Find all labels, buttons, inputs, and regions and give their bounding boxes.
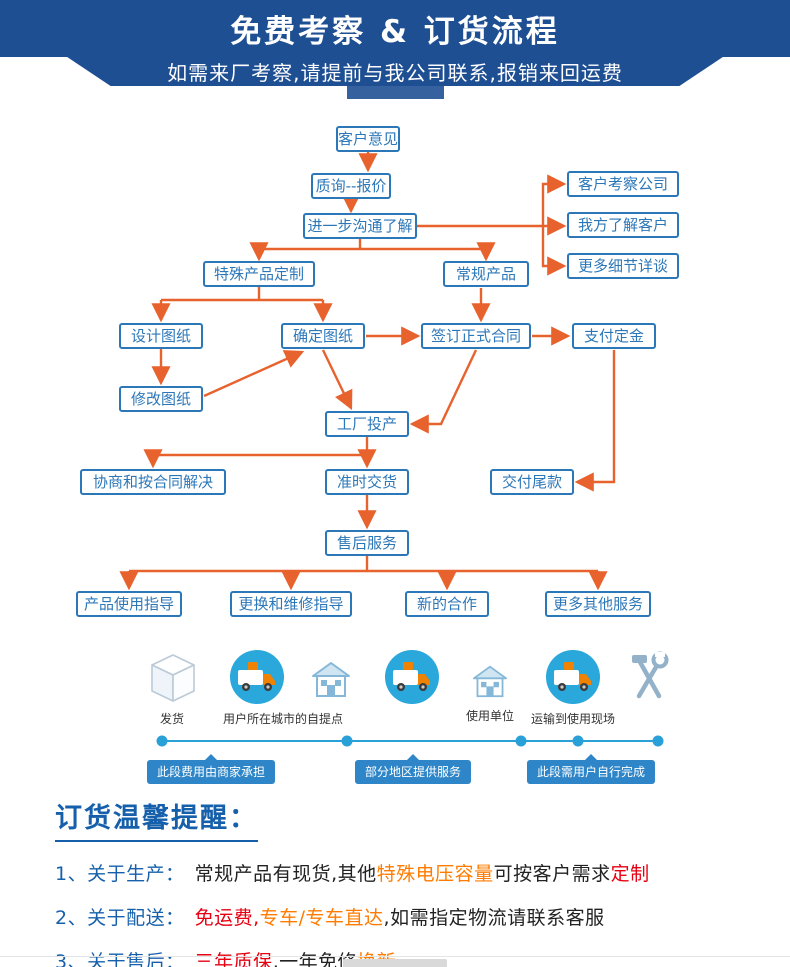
notice-heading: 订货温馨提醒： [55,796,258,842]
timeline-stage-label: 此段费用由商家承担 [146,760,276,784]
notice-item-text: 定制 [610,863,650,885]
flow-edge [203,350,305,398]
notice-item-label: 1、关于生产： [55,863,185,885]
package-icon [150,654,196,702]
notice-item-text: ,如需指定物流请联系客服 [383,907,605,929]
notice-item: 2、关于配送： 免运费,专车/专车直达,如需指定物流请联系客服 [55,903,745,930]
house-icon [472,664,508,698]
flow-node-pay-deposit: 支付定金 [572,323,656,349]
house-icon [311,660,351,698]
timeline-dot [515,735,527,747]
notice-item-text: 可按客户需求 [493,863,611,885]
timeline-dot [572,735,584,747]
notice-item-text: ,一年免修 [272,951,358,967]
flow-node-after-sales-service: 售后服务 [325,530,409,556]
flow-node-factory-production: 工厂投产 [325,411,409,437]
notice-item-text: 三年质保 [194,951,273,967]
flow-node-inquiry-quote: 质询--报价 [311,173,391,199]
flow-node-confirm-drawing: 确定图纸 [281,323,365,349]
flow-node-customer-visits-company: 客户考察公司 [567,171,679,197]
tools-icon [626,650,672,702]
header-notch [347,86,444,99]
logistics-step-label: 运输到使用现场 [530,712,616,726]
delivery-truck-icon [545,649,601,705]
logistics-step-label: 使用单位 [465,709,515,723]
notice-item-text: 特殊电压容量 [376,863,494,885]
timeline-dot [341,735,353,747]
notice-item-text: 常规产品有现货,其他 [194,863,377,885]
flow-edge [541,226,567,276]
flow-node-modify-drawing: 修改图纸 [119,386,203,412]
notice-item-label: 2、关于配送： [55,907,185,929]
footer-divider [0,956,790,957]
flow-node-special-product-custom: 特殊产品定制 [203,261,315,287]
flow-node-sign-formal-contract: 签订正式合同 [421,323,531,349]
delivery-truck-icon [384,649,440,705]
flow-node-pay-balance: 交付尾款 [490,469,574,495]
logistics-step-label: 用户所在城市的自提点 [222,712,344,726]
flow-edge [574,350,616,492]
header-subtitle-band: 如需来厂考察,请提前与我公司联系,报销来回运费 [67,57,723,86]
notice-item-label: 3、关于售后： [55,951,185,967]
flow-node-product-usage-guide: 产品使用指导 [76,591,182,617]
timeline-stage-label: 部分地区提供服务 [354,760,472,784]
flow-edge [321,349,353,411]
notice-list: 1、关于生产： 常规产品有现货,其他特殊电压容量可按客户需求定制 2、关于配送： 免运… [55,859,745,967]
flow-edge [409,349,478,434]
logistics-step-label: 发货 [159,712,185,726]
notice-item: 1、关于生产： 常规产品有现货,其他特殊电压容量可按客户需求定制 [55,859,745,886]
flowchart: 客户意见质询--报价进一步沟通了解 客户考察公司我方了解客户更多细节详谈 特殊产品定… [76,126,679,617]
flow-node-customer-opinion: 客户意见 [336,126,400,152]
flow-node-new-cooperation: 新的合作 [405,591,489,617]
flow-node-more-details-discussion: 更多细节详谈 [567,253,679,279]
flow-node-further-communication: 进一步沟通了解 [303,213,417,239]
page-title: 免费考察 & 订货流程 [230,14,560,50]
flow-node-more-other-services: 更多其他服务 [545,591,651,617]
footer-pill [343,959,447,967]
notice-section: 订货温馨提醒： 1、关于生产： 常规产品有现货,其他特殊电压容量可按客户需求定制 2… [55,796,745,967]
timeline-stage-label: 此段需用户自行完成 [526,760,656,784]
flow-node-design-drawing: 设计图纸 [119,323,203,349]
flow-node-negotiate-per-contract: 协商和按合同解决 [80,469,226,495]
flow-node-replace-repair-guide: 更换和维修指导 [230,591,352,617]
flow-node-regular-product: 常规产品 [443,261,529,287]
flow-edge [541,174,567,226]
header-subtitle: 如需来厂考察,请提前与我公司联系,报销来回运费 [167,61,623,85]
flow-node-we-understand-customer: 我方了解客户 [567,212,679,238]
notice-item-text: 免运费, [194,907,260,929]
delivery-truck-icon [229,649,285,705]
timeline-dot [156,735,168,747]
notice-item-text: 专车/专车直达 [259,907,384,929]
flow-node-on-time-delivery: 准时交货 [325,469,409,495]
header-title-band: 免费考察 & 订货流程 [0,0,790,57]
timeline-dot [652,735,664,747]
timeline-line [162,740,658,742]
